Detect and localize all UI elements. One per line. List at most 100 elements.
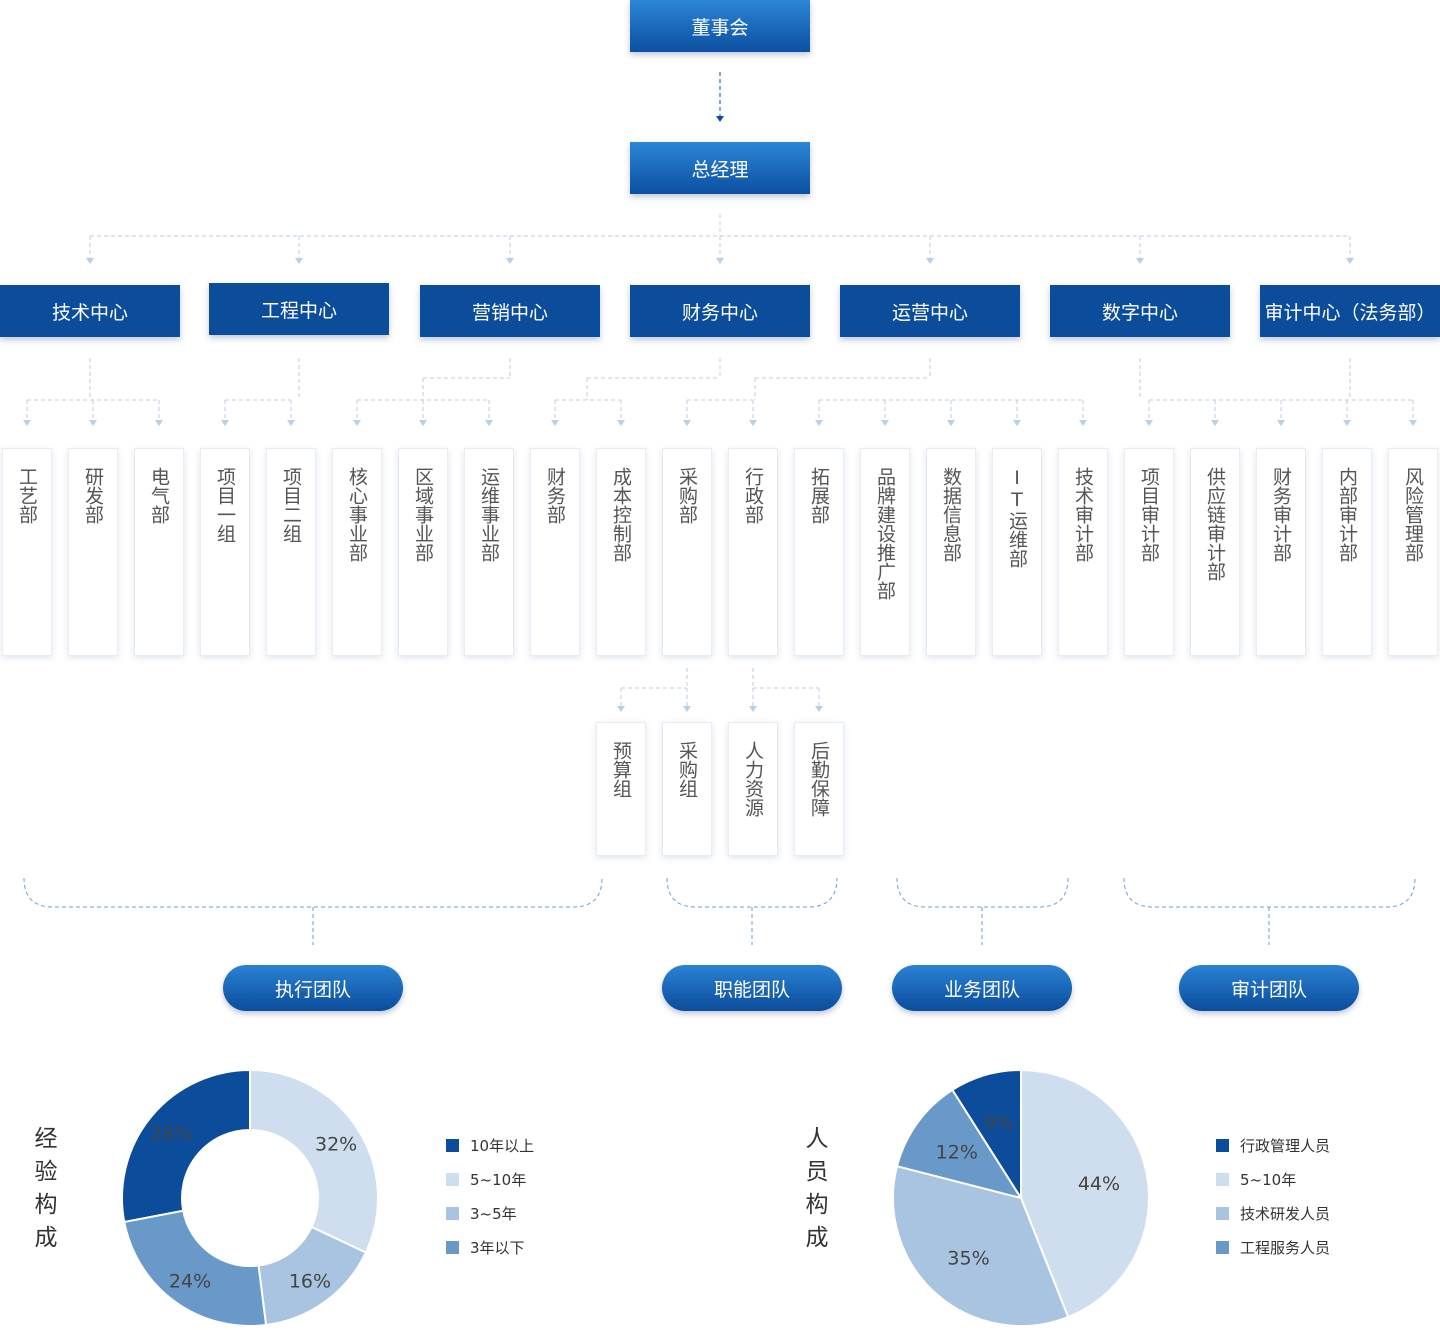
arrow-head bbox=[353, 420, 361, 426]
legend-item: 技术研发人员 bbox=[1216, 1196, 1330, 1230]
arrow-head bbox=[23, 420, 31, 426]
legend-item: 行政管理人员 bbox=[1216, 1128, 1330, 1162]
center-tech: 技术中心 bbox=[0, 285, 180, 337]
team-functional: 职能团队 bbox=[662, 965, 842, 1011]
pie-slice bbox=[123, 1209, 268, 1327]
arrow-head bbox=[815, 420, 823, 426]
arrow-head bbox=[683, 420, 691, 426]
pie-label: 24% bbox=[169, 1271, 211, 1293]
arrow-head bbox=[1346, 258, 1354, 264]
dept-box: 拓展部 bbox=[794, 448, 844, 656]
arrow-head bbox=[221, 420, 229, 426]
team-brace bbox=[1123, 877, 1416, 908]
arrow-head bbox=[926, 258, 934, 264]
pie-label: 28% bbox=[150, 1123, 192, 1145]
dept-box: 工艺部 bbox=[2, 448, 52, 656]
arrow-head bbox=[716, 258, 724, 264]
arrow-head bbox=[1145, 420, 1153, 426]
legend-label: 10年以上 bbox=[470, 1136, 535, 1155]
center-audit: 审计中心（法务部） bbox=[1260, 285, 1440, 337]
pie-label: 44% bbox=[1078, 1173, 1120, 1195]
arrow-head bbox=[287, 420, 295, 426]
dept-box: 核心事业部 bbox=[332, 448, 382, 656]
legend-swatch bbox=[446, 1206, 459, 1220]
staff-pie-chart: 44%35%12%9% bbox=[892, 1068, 1150, 1327]
dept-box: 财务部 bbox=[530, 448, 580, 656]
arrow-head bbox=[89, 420, 97, 426]
legend-label: 技术研发人员 bbox=[1240, 1204, 1331, 1223]
legend-label: 3~5年 bbox=[470, 1204, 517, 1223]
arrow-head bbox=[551, 420, 559, 426]
arrow-head bbox=[881, 420, 889, 426]
arrow-head bbox=[295, 258, 303, 264]
legend-item: 5~10年 bbox=[446, 1162, 534, 1196]
team-brace bbox=[666, 877, 838, 908]
dept-box: 采购部 bbox=[662, 448, 712, 656]
arrow-head bbox=[1409, 420, 1417, 426]
arrow-head bbox=[683, 706, 691, 712]
arrow-head bbox=[86, 258, 94, 264]
center-operations: 运营中心 bbox=[840, 285, 1020, 337]
arrow-head bbox=[1211, 420, 1219, 426]
subgroup-box: 采购组 bbox=[662, 722, 712, 856]
legend-swatch bbox=[1216, 1206, 1229, 1220]
legend-swatch bbox=[446, 1240, 459, 1254]
center-marketing: 营销中心 bbox=[420, 285, 600, 337]
team-brace bbox=[896, 877, 1069, 908]
dept-box: 数据信息部 bbox=[926, 448, 976, 656]
dept-box: 项目一组 bbox=[200, 448, 250, 656]
arrow-head bbox=[617, 706, 625, 712]
legend-label: 工程服务人员 bbox=[1240, 1238, 1331, 1257]
chart-title-staff: 人员构成 bbox=[801, 1126, 827, 1258]
dept-box: 行政部 bbox=[728, 448, 778, 656]
dept-box: 项目二组 bbox=[266, 448, 316, 656]
experience-legend: 10年以上 5~10年 3~5年 3年以下 bbox=[446, 1128, 534, 1264]
dept-box: 研发部 bbox=[68, 448, 118, 656]
arrow-head bbox=[815, 706, 823, 712]
legend-swatch bbox=[446, 1172, 459, 1186]
team-audit: 审计团队 bbox=[1179, 965, 1359, 1011]
subgroup-box: 后勤保障 bbox=[794, 722, 844, 856]
dept-box: 财务审计部 bbox=[1256, 448, 1306, 656]
gm-box: 总经理 bbox=[630, 142, 810, 194]
legend-swatch bbox=[1216, 1138, 1229, 1152]
legend-label: 5~10年 bbox=[1240, 1170, 1297, 1189]
arrow-head bbox=[1079, 420, 1087, 426]
pie-slice bbox=[895, 1088, 1024, 1200]
center-finance: 财务中心 bbox=[630, 285, 810, 337]
team-business: 业务团队 bbox=[892, 965, 1072, 1011]
arrow-head bbox=[485, 420, 493, 426]
dept-box: 成本控制部 bbox=[596, 448, 646, 656]
pie-label: 35% bbox=[947, 1248, 989, 1270]
dept-box: 项目审计部 bbox=[1124, 448, 1174, 656]
legend-item: 3~5年 bbox=[446, 1196, 534, 1230]
dept-box: 风险管理部 bbox=[1388, 448, 1438, 656]
pie-label: 9% bbox=[984, 1112, 1014, 1134]
pie-slice bbox=[249, 1068, 379, 1254]
legend-item: 工程服务人员 bbox=[1216, 1230, 1330, 1264]
arrow-head bbox=[1013, 420, 1021, 426]
dept-box: 电气部 bbox=[134, 448, 184, 656]
legend-swatch bbox=[446, 1138, 459, 1152]
arrow-head bbox=[419, 420, 427, 426]
subgroup-box: 预算组 bbox=[596, 722, 646, 856]
dept-box: 内部审计部 bbox=[1322, 448, 1372, 656]
legend-item: 5~10年 bbox=[1216, 1162, 1330, 1196]
pie-slice bbox=[951, 1068, 1022, 1202]
dept-box: 区域事业部 bbox=[398, 448, 448, 656]
arrow-head bbox=[1343, 420, 1351, 426]
dept-box: IT运维部 bbox=[992, 448, 1042, 656]
dept-box: 品牌建设推广部 bbox=[860, 448, 910, 656]
arrow-head bbox=[617, 420, 625, 426]
pie-slice bbox=[121, 1068, 251, 1224]
legend-item: 10年以上 bbox=[446, 1128, 534, 1162]
staff-legend: 行政管理人员 5~10年技术研发人员工程服务人员 bbox=[1216, 1128, 1330, 1264]
arrow-head bbox=[1277, 420, 1285, 426]
arrow-head bbox=[947, 420, 955, 426]
experience-donut-chart: 28%32%16%24% bbox=[121, 1068, 379, 1327]
pie-label: 32% bbox=[315, 1133, 357, 1155]
center-engineering: 工程中心 bbox=[209, 283, 389, 335]
legend-label: 3年以下 bbox=[470, 1238, 525, 1257]
arrow-head bbox=[749, 420, 757, 426]
